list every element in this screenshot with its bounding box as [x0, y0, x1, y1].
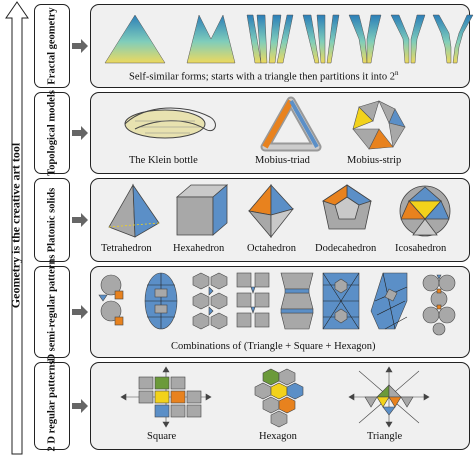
panel: Square Hexagon Triangle: [90, 362, 470, 450]
panel: Tetrahedron Hexahedron Octahedron Dodeca…: [90, 178, 470, 262]
up-arrow-icon: [5, 1, 29, 455]
right-arrow-icon: [72, 305, 88, 319]
fractal-stage-7: [432, 14, 474, 64]
hexagon-tiling-image: [254, 368, 304, 428]
panel: Self-similar forms; starts with a triang…: [90, 4, 474, 88]
panel: Combinations of (Triangle + Square + Hex…: [90, 266, 470, 358]
category-box: Topological models: [34, 90, 70, 176]
semi-regular-tilings: [98, 272, 456, 336]
mobius-triad-image: [260, 96, 322, 152]
category-label: 2 D regular patterns: [46, 360, 58, 452]
row-fractal-geometry: Fractal geometry: [34, 4, 474, 88]
tiling-6: [322, 272, 360, 330]
octahedron-image: [247, 183, 295, 239]
fractal-stage-2: [186, 14, 236, 64]
tiling-8: [422, 274, 456, 336]
row-platonic-solids: Platonic solids: [34, 178, 470, 262]
tiling-1: [98, 274, 124, 326]
regular-label-square: Square: [147, 431, 177, 442]
fractal-stage-6: [390, 14, 426, 64]
fractal-stage-5: [348, 14, 382, 64]
right-arrow-icon: [72, 126, 88, 140]
fractal-sequence: [104, 14, 474, 64]
mobius-strip-image: [352, 100, 406, 150]
right-arrow-icon: [72, 399, 88, 413]
tiling-7: [370, 272, 408, 330]
tiling-3: [192, 272, 228, 330]
panel: The Klein bottle Mobius-triad Mobius-str…: [90, 92, 470, 174]
fractal-stage-4: [302, 14, 340, 64]
solid-label-octahedron: Octahedron: [247, 243, 296, 254]
klein-bottle-image: [124, 107, 216, 139]
tetrahedron-image: [108, 183, 160, 238]
category-box: 2 D semi-regular patterns: [34, 255, 70, 369]
right-arrow-icon: [72, 213, 88, 227]
category-box: Platonic solids: [34, 178, 70, 262]
row-semi-regular-patterns: 2 D semi-regular patterns: [34, 255, 470, 369]
fractal-stage-3: [246, 14, 294, 64]
semi-regular-caption: Combinations of (Triangle + Square + Hex…: [171, 341, 376, 352]
category-box: 2 D regular patterns: [34, 360, 70, 452]
topology-label-mobius-triad: Mobius-triad: [255, 155, 310, 166]
regular-label-hexagon: Hexagon: [259, 431, 297, 442]
fractal-caption: Self-similar forms; starts with a triang…: [129, 69, 399, 83]
category-label: 2 D semi-regular patterns: [46, 254, 58, 370]
category-box: Fractal geometry: [34, 4, 70, 88]
topology-label-klein: The Klein bottle: [129, 155, 198, 166]
solid-label-hexahedron: Hexahedron: [173, 243, 225, 254]
category-label: Topological models: [46, 90, 58, 176]
topology-label-mobius-strip: Mobius-strip: [347, 155, 402, 166]
solid-label-dodecahedron: Dodecahedron: [315, 243, 377, 254]
tiling-5: [280, 272, 314, 330]
tiling-4: [236, 272, 270, 328]
dodecahedron-image: [322, 184, 372, 230]
row-topological-models: Topological models The Klein bottle Mobi…: [34, 90, 470, 176]
triangle-tiling-image: [348, 366, 430, 428]
square-tiling-image: [120, 366, 212, 428]
regular-label-triangle: Triangle: [367, 431, 403, 442]
solid-label-tetrahedron: Tetrahedron: [101, 243, 152, 254]
fractal-stage-1: [104, 14, 166, 64]
hexahedron-image: [175, 184, 229, 236]
tiling-2: [144, 272, 178, 330]
category-label: Platonic solids: [46, 187, 58, 253]
row-regular-patterns: 2 D regular patterns: [34, 360, 470, 452]
icosahedron-image: [399, 185, 451, 237]
category-label: Fractal geometry: [46, 7, 58, 85]
right-arrow-icon: [72, 39, 88, 53]
vertical-axis-arrow: Geometry is the creative art tool: [5, 1, 29, 455]
solid-label-icosahedron: Icosahedron: [395, 243, 447, 254]
axis-label: Geometry is the creative art tool: [8, 142, 23, 309]
